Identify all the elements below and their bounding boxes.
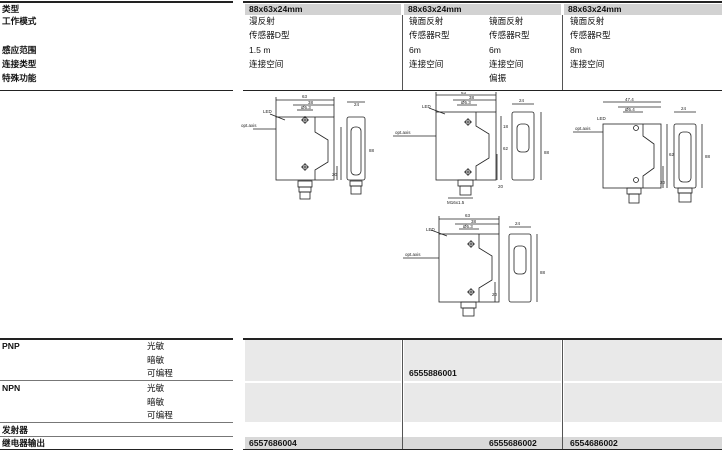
col2-connection: 连接空间 (409, 59, 444, 69)
relay-col3-value: 6555686002 (489, 438, 537, 448)
col2-mode: 镜面反射 (409, 16, 444, 26)
d3-low-dim: 20 (492, 292, 498, 297)
d4-height-dim: 88 (705, 154, 711, 159)
bottom-rule-right (243, 338, 722, 340)
col-sep-2 (562, 15, 563, 91)
d1-low-dim: 20 (332, 172, 338, 177)
d4-low-dim: 20 (660, 180, 666, 185)
drawing-polarized-sensor (403, 216, 538, 317)
col4-mode: 镜面反射 (570, 16, 605, 26)
d2-thread-label: M16x1.5 (447, 200, 465, 205)
drawing-diffuse-sensor (253, 97, 366, 200)
pnp-opt-dark: 暗敏 (147, 355, 165, 365)
col3-special: 偏振 (489, 73, 507, 83)
d3-led-label: LED (426, 227, 436, 232)
col4-type: 88x63x24mm (564, 4, 722, 15)
d2-width-dim: 63 (461, 92, 467, 95)
col4-range: 8m (570, 45, 582, 55)
npn-opt-prog: 可编程 (147, 410, 173, 420)
d3-height-dim: 88 (540, 270, 546, 275)
top-bottom-rule-right (243, 90, 722, 91)
col1-type: 88x63x24mm (245, 4, 401, 15)
label-pnp: PNP (2, 341, 20, 351)
d2-height-dim: 88 (544, 150, 550, 155)
end-rule-right (243, 449, 722, 450)
label-mode: 工作模式 (2, 16, 37, 26)
top-rule-left (0, 1, 233, 3)
d1-led-label: LED (263, 109, 273, 114)
drawing-retro-sensor-8m (573, 101, 703, 204)
d1-axis-label: opt.axis (241, 123, 257, 128)
label-relay: 继电器输出 (2, 438, 45, 448)
emitter-rule (0, 436, 233, 437)
d4-side-dim: 24 (681, 106, 687, 111)
label-emitter: 发射器 (2, 425, 28, 435)
d1-a-dim: 38 (308, 100, 314, 105)
col3-range: 6m (489, 45, 501, 55)
d4-led-label: LED (597, 116, 607, 121)
col1-mode: 漫反射 (249, 16, 275, 26)
d2-b-dim: Ø5.3 (461, 100, 471, 105)
relay-col1-value: 6557686004 (249, 438, 297, 448)
d2-axis-label: opt.axis (395, 130, 411, 135)
d4-axis-label: opt.axis (575, 126, 591, 131)
npn-opt-light: 光敏 (147, 383, 165, 393)
d3-width-dim: 63 (465, 213, 471, 218)
label-range: 感应范围 (2, 45, 37, 55)
d3-a-dim: 38 (471, 219, 477, 224)
col4-sensor: 传感器R型 (570, 30, 611, 40)
d3-side-dim: 24 (515, 221, 521, 226)
d1-b-dim: Ø5.3 (301, 105, 311, 110)
col2-sensor: 传感器R型 (409, 30, 450, 40)
pnp-opt-light: 光敏 (147, 341, 165, 351)
d4-b-dim: Ø5.4 (625, 107, 635, 112)
col2-type: 88x63x24mm (404, 4, 561, 15)
top-bottom-rule-left (0, 90, 233, 91)
drawing-retro-sensor (393, 92, 542, 199)
d2-low-dim: 20 (498, 184, 504, 189)
d4-mid-dim: 62 (669, 152, 675, 157)
pnp-rule (0, 380, 233, 381)
relay-col4-value: 6554686002 (570, 438, 618, 448)
col3-mode: 镜面反射 (489, 16, 524, 26)
d4-a-dim: 47.4 (625, 97, 634, 102)
npn-opt-dark: 暗敏 (147, 397, 165, 407)
d1-width-dim: 63 (302, 94, 308, 99)
bottom-rule-left (0, 338, 233, 340)
d1-height-dim: 88 (369, 148, 375, 153)
label-special: 特殊功能 (2, 73, 37, 83)
d2-mid-dim: 62 (503, 146, 509, 151)
end-rule-left (0, 449, 233, 450)
label-type: 类型 (2, 4, 20, 14)
d3-b-dim: Ø5.3 (463, 224, 473, 229)
top-rule-right (243, 1, 722, 3)
npn-rule (0, 422, 233, 423)
col3-sensor: 传感器R型 (489, 30, 530, 40)
relay-row-bg (245, 437, 722, 449)
pnp-opt-prog: 可编程 (147, 368, 173, 378)
bottom-col-sep-2 (562, 340, 563, 450)
d2-led-label: LED (422, 104, 432, 109)
col2-range: 6m (409, 45, 421, 55)
col1-sensor: 传感器D型 (249, 30, 290, 40)
bottom-col-sep-1 (402, 340, 403, 450)
pnp-npn-gap (245, 381, 722, 383)
col4-connection: 连接空间 (570, 59, 605, 69)
label-connection: 连接类型 (2, 59, 37, 69)
d1-side-dim: 24 (354, 102, 360, 107)
col1-connection: 连接空间 (249, 59, 284, 69)
d2-s-dim: 18 (503, 124, 509, 129)
pnp-col2-value: 6555886001 (409, 368, 457, 378)
d3-axis-label: opt.axis (405, 252, 421, 257)
col-sep-1 (402, 15, 403, 91)
dimension-drawings: LED opt.axis 63 38 Ø5.3 24 88 20 LED opt… (241, 92, 711, 317)
col3-connection: 连接空间 (489, 59, 524, 69)
col1-range: 1.5 m (249, 45, 271, 55)
d2-a-dim: 38 (469, 95, 475, 100)
d2-side-dim: 24 (519, 98, 525, 103)
label-npn: NPN (2, 383, 21, 393)
